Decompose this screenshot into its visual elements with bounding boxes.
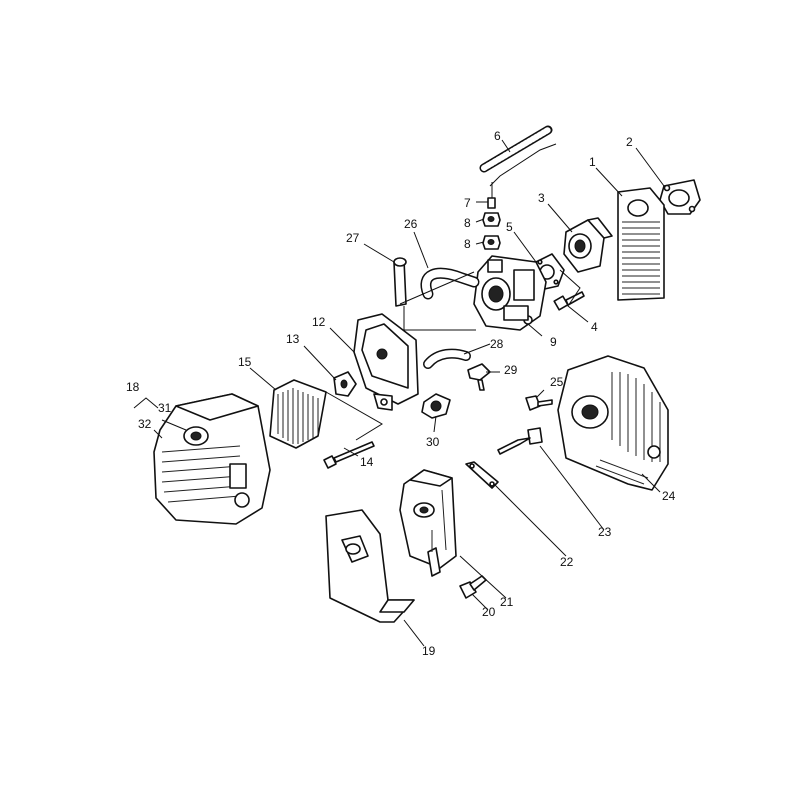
part-gasket-2: [659, 179, 701, 215]
part-nut-8b: [482, 235, 501, 250]
part-air-filter-15: [269, 379, 327, 449]
callout-6: 6: [494, 129, 501, 143]
callout-18: 18: [126, 380, 140, 394]
part-cable-fitting-7: [487, 197, 496, 209]
part-fuel-line-28: [423, 348, 471, 369]
callout-4: 4: [591, 320, 598, 334]
leader-lines: [133, 139, 665, 647]
callout-13: 13: [286, 332, 300, 346]
part-filter-base-12: [353, 313, 419, 411]
part-bolt-23: [497, 427, 543, 455]
callout-20: 20: [482, 605, 496, 619]
callout-7: 7: [464, 196, 471, 210]
callout-24: 24: [662, 489, 676, 503]
callout-27: 27: [346, 231, 360, 245]
callout-23: 23: [598, 525, 612, 539]
callout-15: 15: [238, 355, 252, 369]
part-bolt-14: [323, 441, 375, 469]
part-carburetor-9: [473, 255, 547, 331]
part-grommet-30: [421, 393, 451, 419]
part-heat-plate-19: [325, 509, 415, 623]
part-throttle-cable-6: [479, 125, 557, 200]
part-knob-31: [183, 426, 209, 446]
part-nut-8a: [482, 212, 501, 227]
callout-26: 26: [404, 217, 418, 231]
part-insulator-1: [617, 187, 665, 301]
callout-9: 9: [550, 335, 557, 349]
callout-29: 29: [504, 363, 518, 377]
part-muffler-21: [399, 469, 457, 577]
callout-32: 32: [138, 417, 152, 431]
callout-22: 22: [560, 555, 574, 569]
part-hose-26: [420, 267, 480, 300]
callout-30: 30: [426, 435, 440, 449]
part-spacer-3: [563, 217, 613, 273]
callout-28: 28: [490, 337, 504, 351]
part-air-cleaner-cover-32: [153, 393, 271, 525]
part-tube-27: [393, 257, 407, 307]
part-plate-22: [465, 461, 499, 489]
part-choke-13: [333, 371, 357, 397]
callout-14: 14: [360, 455, 374, 469]
callout-5: 5: [506, 220, 513, 234]
callout-19: 19: [422, 644, 436, 658]
callout-3: 3: [538, 191, 545, 205]
callout-12: 12: [312, 315, 326, 329]
callout-labels: 1 2 3 4 5 6 7 8 8 9 12 13 14 15 18 19 20…: [126, 129, 676, 658]
callout-31: 31: [158, 401, 172, 415]
part-screw-25: [525, 395, 553, 411]
part-cylinder-cover-24: [557, 355, 669, 491]
callout-1: 1: [589, 155, 596, 169]
callout-2: 2: [626, 135, 633, 149]
callout-25: 25: [550, 375, 564, 389]
callout-8a: 8: [464, 216, 471, 230]
callout-8b: 8: [464, 237, 471, 251]
part-fitting-29: [467, 363, 491, 391]
callout-21: 21: [500, 595, 514, 609]
